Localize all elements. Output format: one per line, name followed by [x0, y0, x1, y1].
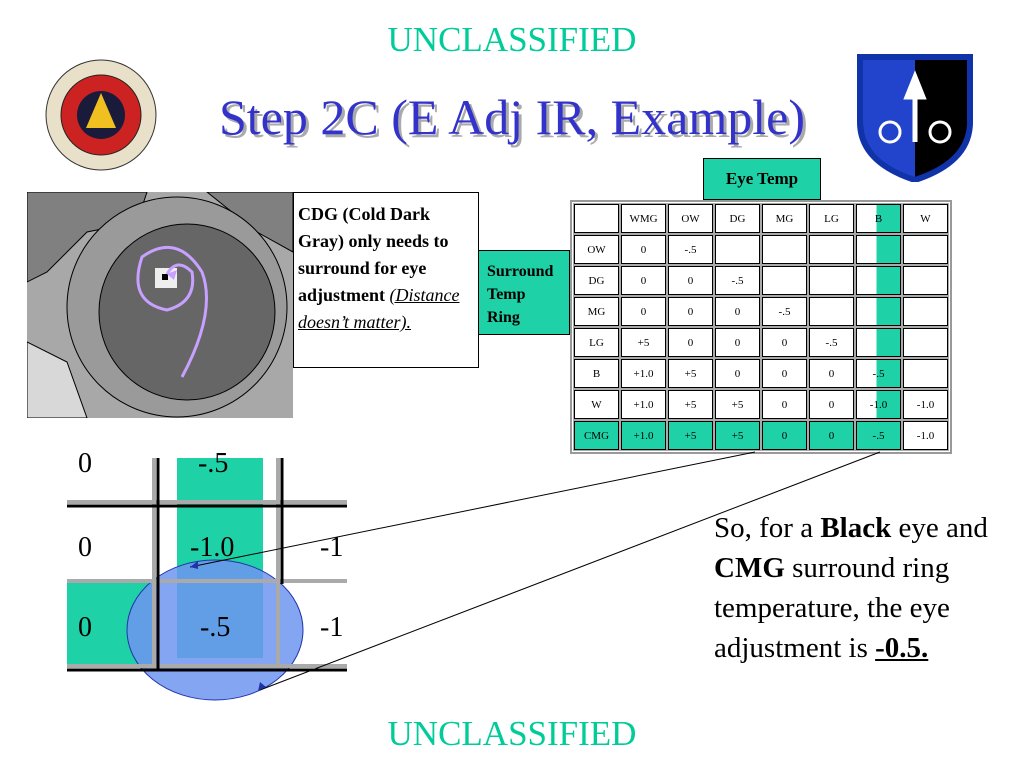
- table-cell: -1.0: [902, 389, 949, 420]
- table-cell: MG: [573, 296, 620, 327]
- table-cell: -.5: [761, 296, 808, 327]
- table-cell: +5: [714, 389, 761, 420]
- table-cell: MG: [761, 203, 808, 234]
- inset-cell: -1.0: [190, 532, 235, 563]
- inset-cell: 0: [78, 532, 92, 563]
- table-cell: LG: [573, 327, 620, 358]
- table-cell: 0: [808, 358, 855, 389]
- table-cell: -1.0: [855, 389, 902, 420]
- table-cell: [808, 265, 855, 296]
- table-cell: [902, 265, 949, 296]
- table-cell: -1.0: [902, 420, 949, 451]
- table-cell: 0: [761, 389, 808, 420]
- table-cell: [761, 234, 808, 265]
- table-cell: W: [573, 389, 620, 420]
- inset-cell: 0: [78, 612, 92, 643]
- jtwc-logo: [45, 59, 157, 171]
- table-cell: 0: [667, 265, 714, 296]
- table-cell: B: [855, 203, 902, 234]
- table-cell: W: [902, 203, 949, 234]
- table-cell: [902, 327, 949, 358]
- table-cell: OW: [573, 234, 620, 265]
- table-cell: 0: [714, 327, 761, 358]
- table-cell: 0: [620, 234, 667, 265]
- classification-banner-top: UNCLASSIFIED: [387, 20, 637, 59]
- text: So, for a: [714, 512, 821, 544]
- classification-banner-bottom: UNCLASSIFIED: [387, 714, 637, 753]
- eye-temp-label: Eye Temp: [703, 158, 821, 200]
- table-cell: 0: [761, 420, 808, 451]
- table-cell: +1.0: [620, 358, 667, 389]
- table-cell: -.5: [667, 234, 714, 265]
- table-cell: -.5: [714, 265, 761, 296]
- table-cell: +5: [667, 358, 714, 389]
- table-cell: 0: [667, 296, 714, 327]
- table-cell: 0: [620, 296, 667, 327]
- table-cell: +5: [667, 420, 714, 451]
- table-cell: -.5: [808, 327, 855, 358]
- table-cell: B: [573, 358, 620, 389]
- table-cell: [902, 234, 949, 265]
- inset-cell: -.5: [198, 448, 229, 474]
- table-cell: LG: [808, 203, 855, 234]
- text-bold: Black: [820, 512, 892, 544]
- table-cell: WMG: [620, 203, 667, 234]
- text-bold: CMG: [714, 552, 785, 584]
- inset-cell: 0: [78, 448, 92, 474]
- table-cell: +5: [714, 420, 761, 451]
- table-cell: [855, 327, 902, 358]
- table-cell: 0: [667, 327, 714, 358]
- table-cell: +1.0: [620, 420, 667, 451]
- table-cell: [573, 203, 620, 234]
- table-cell: [761, 265, 808, 296]
- afwa-shield-logo: [857, 54, 973, 182]
- note-italic-text: (Distance doesn’t matter).: [298, 285, 460, 332]
- table-cell: 0: [808, 420, 855, 451]
- table-cell: 0: [761, 327, 808, 358]
- satellite-ir-image: [27, 192, 293, 418]
- inset-cell: -1: [320, 532, 344, 563]
- table-cell: -.5: [855, 420, 902, 451]
- table-cell: DG: [573, 265, 620, 296]
- table-cell: 0: [808, 389, 855, 420]
- table-cell: [808, 234, 855, 265]
- table-cell: 0: [620, 265, 667, 296]
- table-cell: [714, 234, 761, 265]
- table-cell: OW: [667, 203, 714, 234]
- conclusion-text: So, for a Black eye and CMG surround rin…: [714, 508, 1014, 668]
- table-cell: CMG: [573, 420, 620, 451]
- table-cell: [902, 296, 949, 327]
- table-cell: +1.0: [620, 389, 667, 420]
- table-cell: +5: [620, 327, 667, 358]
- text: eye and: [891, 512, 988, 544]
- table-cell: [855, 265, 902, 296]
- inset-cell: -.5: [200, 612, 231, 643]
- surround-temp-ring-label: Surround Temp Ring: [478, 250, 570, 335]
- text: surround ring temperature, the eye adjus…: [714, 552, 950, 664]
- table-cell: [855, 296, 902, 327]
- table-cell: [808, 296, 855, 327]
- table-cell: [855, 234, 902, 265]
- table-cell: DG: [714, 203, 761, 234]
- table-cell: -.5: [855, 358, 902, 389]
- table-cell: +5: [667, 389, 714, 420]
- slide-title: Step 2C (E Adj IR, Example): [218, 89, 806, 145]
- inset-cell: -1: [320, 612, 344, 643]
- table-cell: 0: [761, 358, 808, 389]
- explanation-note: CDG (Cold Dark Gray) only needs to surro…: [293, 192, 479, 368]
- table-cell: 0: [714, 296, 761, 327]
- result-value: -0.5.: [875, 632, 929, 664]
- table-cell: [902, 358, 949, 389]
- note-text: CDG (Cold Dark Gray) only needs to surro…: [298, 204, 449, 305]
- table-cell: 0: [714, 358, 761, 389]
